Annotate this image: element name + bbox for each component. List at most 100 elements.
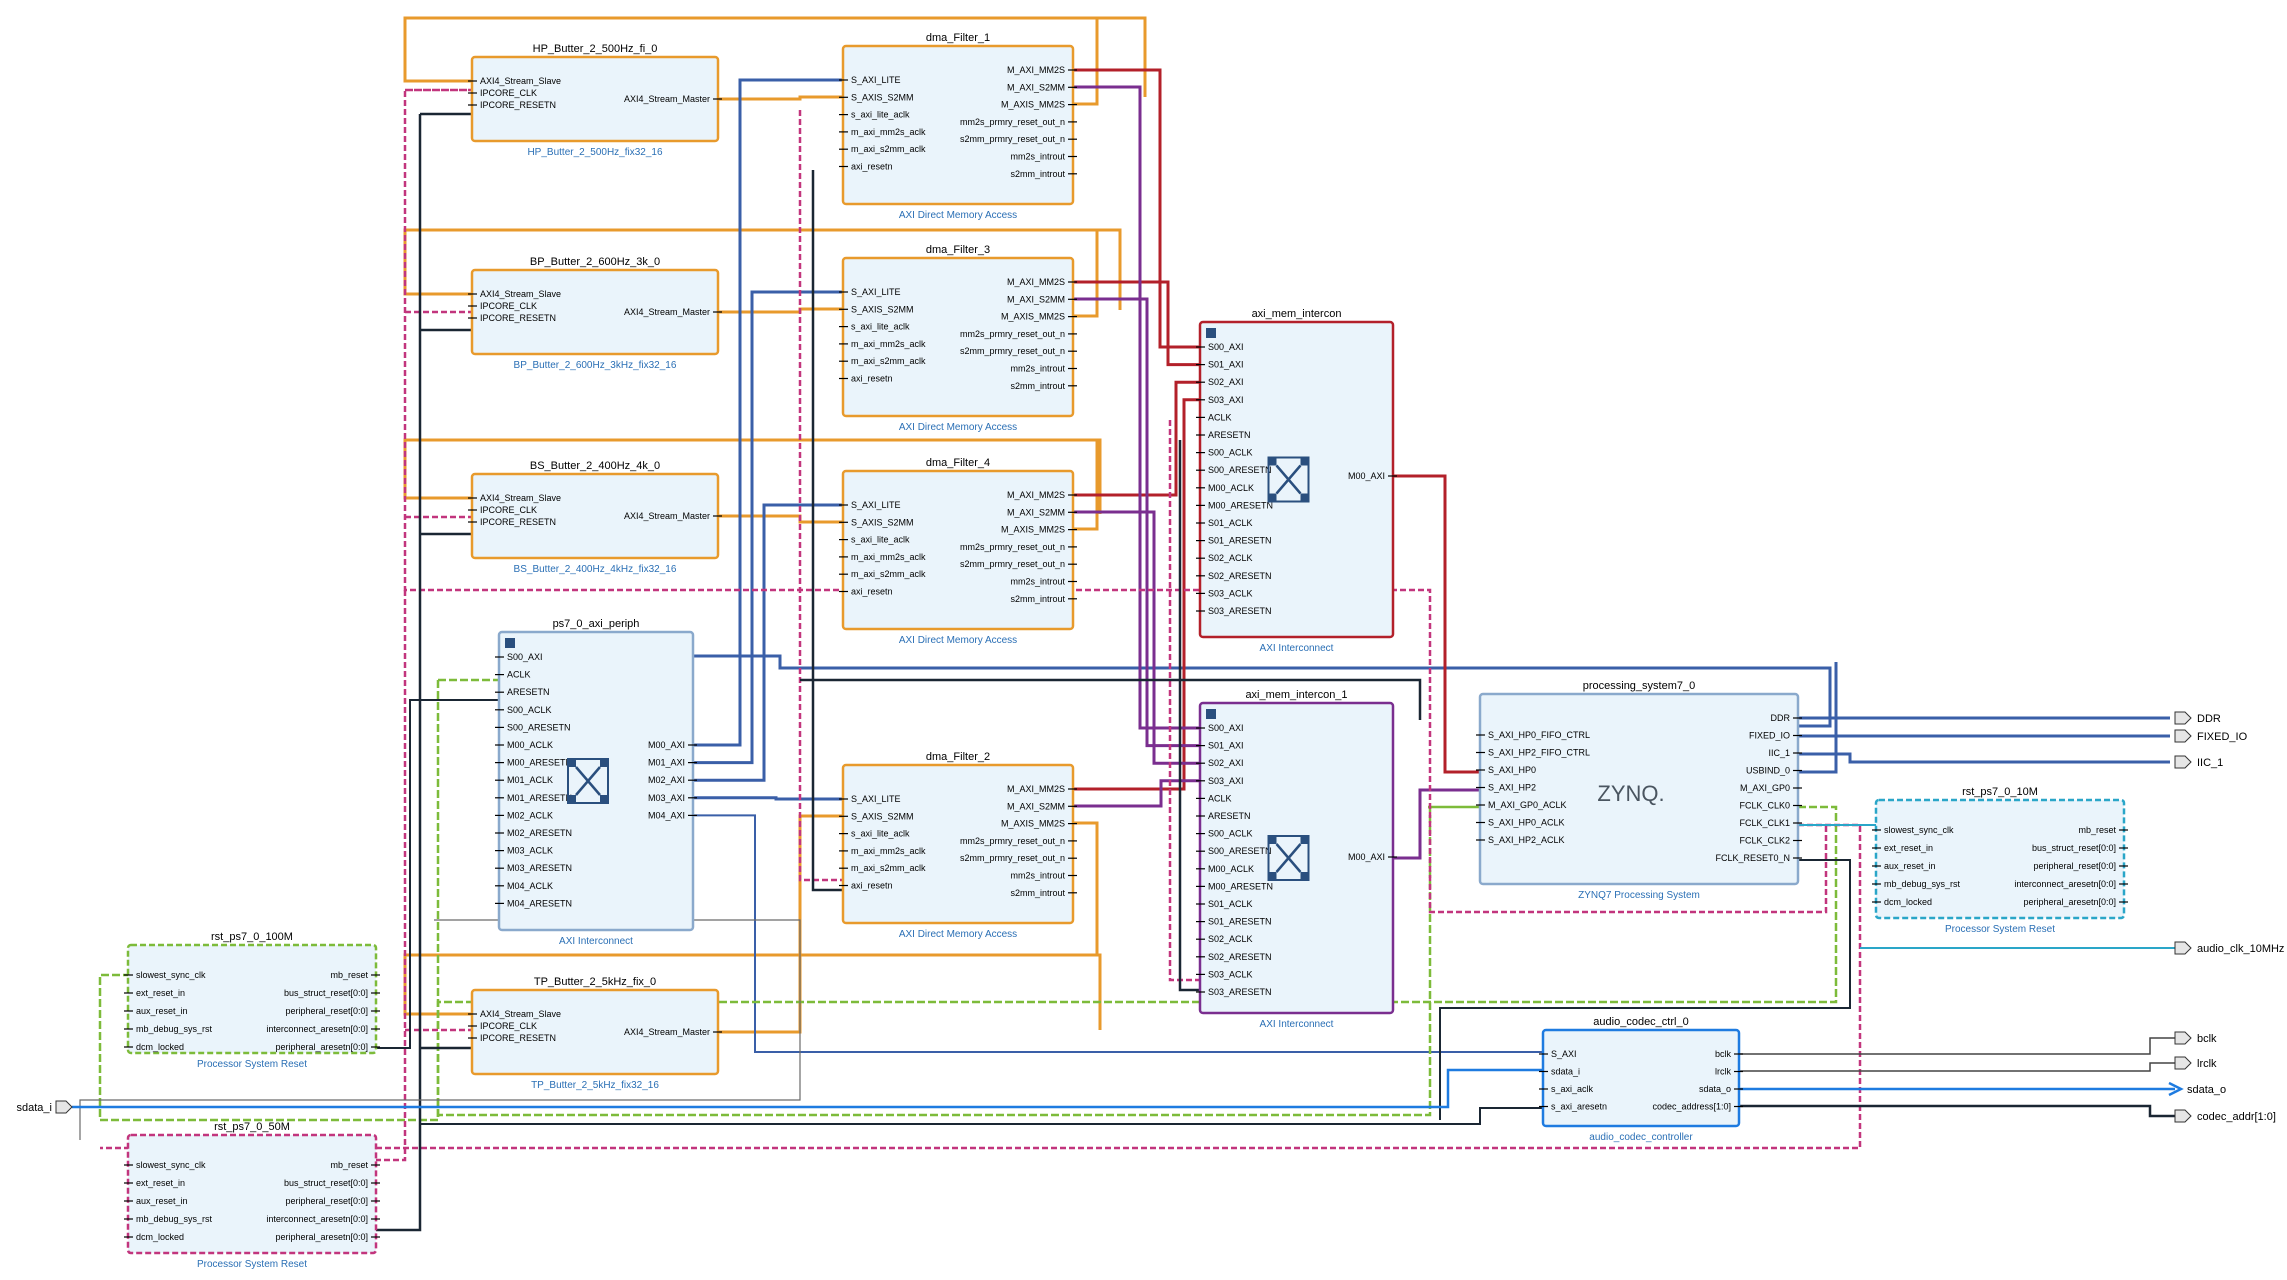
port-fixed[interactable]: FIXED_IO [2174, 729, 2248, 743]
s2mm-dma3[interactable] [1073, 297, 1206, 748]
axilite-0[interactable] [693, 78, 849, 747]
aximm-dma2[interactable] [1073, 398, 1206, 791]
aximm-hp0[interactable] [1393, 474, 1480, 774]
net-reset-mem[interactable] [1178, 440, 1200, 992]
block-body[interactable] [1874, 798, 2126, 920]
port-label-left: S01_ARESETN [1208, 917, 1272, 927]
axilite-gp0b[interactable] [1798, 662, 1838, 774]
port-shape[interactable] [2174, 1031, 2192, 1045]
port-iic[interactable]: IIC_1 [2174, 755, 2223, 769]
aximm-dma4[interactable] [1073, 380, 1206, 497]
block-body[interactable] [841, 469, 1075, 631]
net-fclk-reset[interactable] [1439, 859, 1851, 1120]
axilite-2[interactable] [693, 503, 849, 782]
port-label-left: S00_ACLK [1208, 829, 1253, 839]
port-label-right: M_AXIS_MM2S [1001, 312, 1065, 322]
block-title: dma_Filter_3 [926, 244, 990, 256]
rst-bus-left[interactable] [128, 590, 407, 1162]
port-label-left: S02_ARESETN [1208, 952, 1272, 962]
port-label-right: lrclk [1715, 1067, 1731, 1077]
block-hp[interactable]: HP_Butter_2_500Hz_fi_0HP_Butter_2_500Hz_… [468, 43, 722, 158]
port-shape[interactable] [2174, 1056, 2192, 1070]
port-ddr[interactable]: DDR [2174, 711, 2221, 725]
rst-bus-mem[interactable] [1168, 420, 1200, 982]
block-body[interactable] [126, 943, 378, 1055]
axis-back-dma2[interactable] [1073, 821, 1099, 955]
wire-iic[interactable] [1798, 752, 2170, 764]
wire-sdata-i[interactable] [72, 1068, 1543, 1109]
block-body[interactable] [841, 44, 1075, 206]
port-codec[interactable]: codec_addr[1:0] [2174, 1109, 2276, 1123]
block-body[interactable] [497, 630, 695, 932]
expand-icon[interactable] [505, 638, 515, 648]
port-label-left: ACLK [1208, 412, 1232, 422]
axilite-gp0[interactable] [499, 654, 1832, 728]
block-body[interactable] [1478, 692, 1800, 886]
axis-back-dma1[interactable] [1073, 18, 1099, 106]
expand-icon[interactable] [1206, 328, 1216, 338]
s2mm-dma1[interactable] [1073, 85, 1206, 730]
block-body[interactable] [841, 256, 1075, 418]
port-bclk[interactable]: bclk [2174, 1031, 2217, 1045]
block-body[interactable] [1198, 701, 1395, 1015]
port-shape[interactable] [2174, 755, 2192, 769]
block-bs[interactable]: BS_Butter_2_400Hz_4k_0BS_Butter_2_400Hz_… [468, 460, 722, 575]
s2mm-dma2[interactable] [1073, 779, 1206, 808]
block-body[interactable] [126, 1133, 378, 1255]
net-reset-dma[interactable] [811, 170, 843, 892]
block-body[interactable] [1198, 320, 1395, 639]
port-sdatai[interactable]: sdata_i [17, 1100, 73, 1114]
aximm-dma3[interactable] [1073, 280, 1206, 367]
port-label-right: AXI4_Stream_Master [624, 511, 710, 521]
port-label-right: peripheral_aresetn[0:0] [275, 1232, 368, 1242]
axis-link-hp[interactable] [714, 95, 849, 101]
port-shape[interactable] [2174, 711, 2192, 725]
axis-back-dma4[interactable] [1073, 440, 1099, 531]
block-bp[interactable]: BP_Butter_2_600Hz_3k_0BP_Butter_2_600Hz_… [468, 256, 722, 371]
block-body[interactable] [1541, 1028, 1741, 1128]
axilite-audio[interactable] [693, 814, 1543, 1053]
port-sdatao[interactable]: sdata_o [2168, 1081, 2226, 1097]
port-shape[interactable] [55, 1100, 73, 1114]
axis-loop-bs[interactable] [403, 438, 1102, 514]
net-periph-arst[interactable] [376, 699, 499, 1049]
block-audio[interactable]: audio_codec_ctrl_0audio_codec_controller… [1539, 1016, 1743, 1143]
rst-bus-dma[interactable] [798, 110, 843, 882]
port-label-left: IPCORE_RESETN [480, 517, 556, 527]
port-lrclk[interactable]: lrclk [2174, 1056, 2217, 1070]
axis-back-dma3[interactable] [1073, 230, 1099, 318]
port-label-left: S_AXI_HP0_ACLK [1488, 818, 1565, 828]
block-body[interactable] [841, 763, 1075, 925]
block-title: audio_codec_ctrl_0 [1593, 1016, 1688, 1028]
port-label-left: M01_ACLK [507, 775, 553, 785]
wire-codec[interactable] [1739, 1104, 2175, 1118]
port-shape[interactable] [2174, 941, 2192, 955]
axilite-3[interactable] [693, 796, 849, 801]
port-shape[interactable] [2174, 1109, 2192, 1123]
port-label-left: S00_ARESETN [1208, 846, 1272, 856]
axis-loop-hp[interactable] [403, 16, 1147, 97]
wire-bclk[interactable] [1739, 1037, 2175, 1055]
aximm-dma1[interactable] [1073, 68, 1206, 349]
port-aclk10[interactable]: audio_clk_10MHz [2174, 941, 2284, 955]
net-dma-arst[interactable] [800, 678, 1422, 720]
net-reset-vert[interactable] [376, 114, 422, 1232]
rst-bus-main[interactable] [403, 88, 1828, 914]
s2mm-hp2[interactable] [1393, 788, 1480, 860]
wire-lrclk[interactable] [1739, 1062, 2175, 1072]
net-reset-audio[interactable] [420, 1107, 1543, 1125]
expand-icon[interactable] [1206, 709, 1216, 719]
block-tp[interactable]: TP_Butter_2_5kHz_fix_0TP_Butter_2_5kHz_f… [468, 976, 722, 1091]
port-shape[interactable] [2174, 729, 2192, 743]
